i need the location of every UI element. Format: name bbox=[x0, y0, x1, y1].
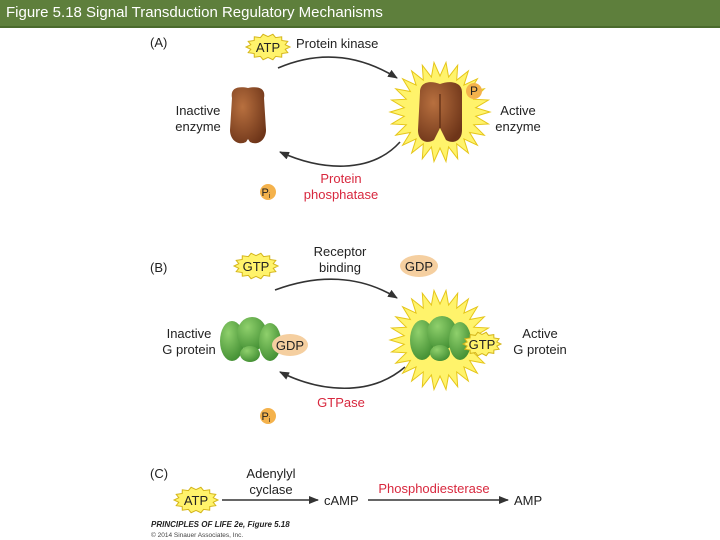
panel-b-letter: (B) bbox=[150, 260, 167, 275]
inactive-g-protein bbox=[220, 317, 281, 362]
gtp-bound-badge: GTP bbox=[461, 331, 503, 357]
panel-a-letter: (A) bbox=[150, 35, 167, 50]
gdp-bound-label: GDP bbox=[276, 338, 304, 353]
active-enzyme-label-1: Active bbox=[500, 103, 535, 118]
atp-label-a: ATP bbox=[256, 40, 280, 55]
receptor-label-2: binding bbox=[319, 260, 361, 275]
pi-badge-a-label: Pi bbox=[262, 187, 271, 200]
phosphate-badge-a bbox=[466, 83, 482, 99]
panel-c-letter: (C) bbox=[150, 466, 168, 481]
inactive-enzyme-label-2: enzyme bbox=[175, 119, 221, 134]
credit-line-1: PRINCIPLES OF LIFE 2e, Figure 5.18 bbox=[151, 520, 290, 529]
atp-badge-a: ATP bbox=[244, 33, 292, 61]
amp-label: AMP bbox=[514, 493, 542, 508]
credit-line-2: © 2014 Sinauer Associates, Inc. bbox=[151, 531, 243, 539]
atp-badge-c-shape bbox=[172, 486, 220, 514]
active-g-label-1: Active bbox=[522, 326, 557, 341]
inactive-g-label-1: Inactive bbox=[167, 326, 212, 341]
inactive-enzyme-label-1: Inactive bbox=[176, 103, 221, 118]
phosphodiesterase-label: Phosphodiesterase bbox=[378, 481, 489, 496]
gdp-badge-out bbox=[400, 255, 438, 277]
kinase-label: Protein kinase bbox=[296, 36, 378, 51]
active-g-protein bbox=[410, 316, 471, 361]
receptor-arrow bbox=[274, 278, 398, 299]
phosphate-badge-a-label: P bbox=[470, 84, 478, 98]
cyclase-label-1: Adenylyl bbox=[246, 466, 295, 481]
phosphatase-label-2: phosphatase bbox=[304, 187, 378, 202]
pi-badge-b bbox=[260, 408, 276, 424]
pi-badge-a bbox=[260, 184, 276, 200]
atp-badge-a-shape bbox=[244, 33, 292, 61]
camp-label: cAMP bbox=[324, 493, 359, 508]
gtp-bound-badge-shape bbox=[461, 331, 503, 357]
gtp-badge-in-shape bbox=[232, 252, 280, 280]
gdp-bound-badge bbox=[272, 334, 308, 356]
atp-badge-c: ATP bbox=[172, 486, 220, 514]
gtp-bound-label: GTP bbox=[469, 337, 496, 352]
cyclase-label-2: cyclase bbox=[249, 482, 292, 497]
gtpase-arrow bbox=[279, 366, 406, 390]
figure-title: Figure 5.18 Signal Transduction Regulato… bbox=[6, 4, 383, 21]
kinase-arrow bbox=[277, 56, 398, 79]
inactive-g-label-2: G protein bbox=[162, 342, 215, 357]
active-enzyme-label-2: enzyme bbox=[495, 119, 541, 134]
title-bar: Figure 5.18 Signal Transduction Regulato… bbox=[0, 0, 720, 28]
receptor-label-1: Receptor bbox=[314, 244, 367, 259]
phosphatase-arrow bbox=[279, 141, 401, 167]
gdp-out-label: GDP bbox=[405, 259, 433, 274]
gtp-in-label: GTP bbox=[243, 259, 270, 274]
active-g-label-2: G protein bbox=[513, 342, 566, 357]
atp-label-c: ATP bbox=[184, 493, 208, 508]
gtp-badge-in: GTP bbox=[232, 252, 280, 280]
gtpase-label: GTPase bbox=[317, 395, 365, 410]
inactive-enzyme-shape bbox=[230, 87, 266, 144]
phosphatase-label-1: Protein bbox=[320, 171, 361, 186]
pi-badge-b-label: Pi bbox=[262, 411, 271, 424]
